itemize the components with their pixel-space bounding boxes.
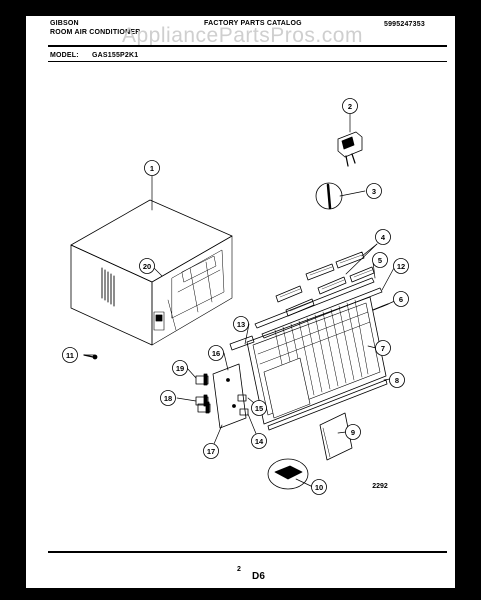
callout-number: 20 xyxy=(143,262,151,271)
callout-number: 19 xyxy=(176,364,184,373)
callout-number: 5 xyxy=(378,256,382,265)
callout-circle xyxy=(342,98,358,114)
callout-number: 8 xyxy=(395,376,399,385)
callout-circle xyxy=(345,424,361,440)
callout-number: 2 xyxy=(348,102,352,111)
bottom-strip-part xyxy=(267,379,388,431)
trim-strip-part xyxy=(254,277,383,339)
callout-number: 11 xyxy=(66,351,74,360)
callout-number: 12 xyxy=(397,262,405,271)
catalog-title: FACTORY PARTS CATALOG xyxy=(204,20,302,27)
callout-circle xyxy=(144,160,160,176)
callout-markers xyxy=(62,98,409,495)
front-grille-part xyxy=(246,296,387,425)
brand-name: GIBSON xyxy=(50,20,79,27)
callout-number: 15 xyxy=(255,404,263,413)
louver-part xyxy=(275,251,375,317)
callout-circle xyxy=(160,390,176,406)
knob-part xyxy=(195,373,211,414)
callout-circle xyxy=(62,347,78,363)
model-number: GAS155P2K1 xyxy=(92,52,139,59)
connector-part xyxy=(337,131,363,167)
callout-number: 6 xyxy=(399,295,403,304)
cord-holder-part xyxy=(267,458,309,490)
callout-number: 7 xyxy=(381,344,385,353)
callout-circle xyxy=(372,252,388,268)
screw-part xyxy=(83,354,98,360)
callout-circle xyxy=(366,183,382,199)
page-number: 2 xyxy=(237,566,242,573)
callout-number: 4 xyxy=(381,233,386,242)
header-rule xyxy=(48,45,447,47)
callout-number: 13 xyxy=(237,320,245,329)
callout-circle xyxy=(251,433,267,449)
callout-number: 1 xyxy=(150,164,154,173)
callout-circle xyxy=(393,258,409,274)
callout-circle xyxy=(172,360,188,376)
revision-date: 12/93 xyxy=(409,591,428,598)
callout-number: 3 xyxy=(372,187,376,196)
callout-circle xyxy=(389,372,405,388)
callout-number: 18 xyxy=(164,394,172,403)
callout-circle xyxy=(139,258,155,274)
catalog-part-number: 5995247353 xyxy=(384,21,425,28)
callout-number: 9 xyxy=(351,428,355,437)
callout-circle xyxy=(393,291,409,307)
control-bracket-part xyxy=(212,363,249,429)
callout-circle xyxy=(203,443,219,459)
callout-circle xyxy=(233,316,249,332)
watermark: AppliancePartsPros.com xyxy=(122,24,363,47)
callout-number: 14 xyxy=(255,437,264,446)
callout-number: 17 xyxy=(207,447,215,456)
section-code: D6 xyxy=(252,571,266,582)
callout-number: 16 xyxy=(212,349,220,358)
seal-strip-part xyxy=(315,182,343,210)
callout-circle xyxy=(375,229,391,245)
filter-part xyxy=(319,412,353,461)
cabinet-part xyxy=(70,199,233,346)
model-label: MODEL: xyxy=(50,52,79,59)
product-name: ROOM AIR CONDITIONER xyxy=(50,29,141,36)
figure-number: 2292 xyxy=(372,483,388,490)
screw-part xyxy=(372,303,389,311)
model-rule xyxy=(48,61,447,62)
callout-number: 10 xyxy=(315,483,323,492)
parts-catalog-sheet: GIBSON ROOM AIR CONDITIONER FACTORY PART… xyxy=(26,16,455,598)
callout-circle xyxy=(375,340,391,356)
callout-circle xyxy=(311,479,327,495)
callout-circle xyxy=(251,400,267,416)
callout-circle xyxy=(208,345,224,361)
clip-part xyxy=(229,335,255,351)
footer-rule xyxy=(48,551,447,553)
